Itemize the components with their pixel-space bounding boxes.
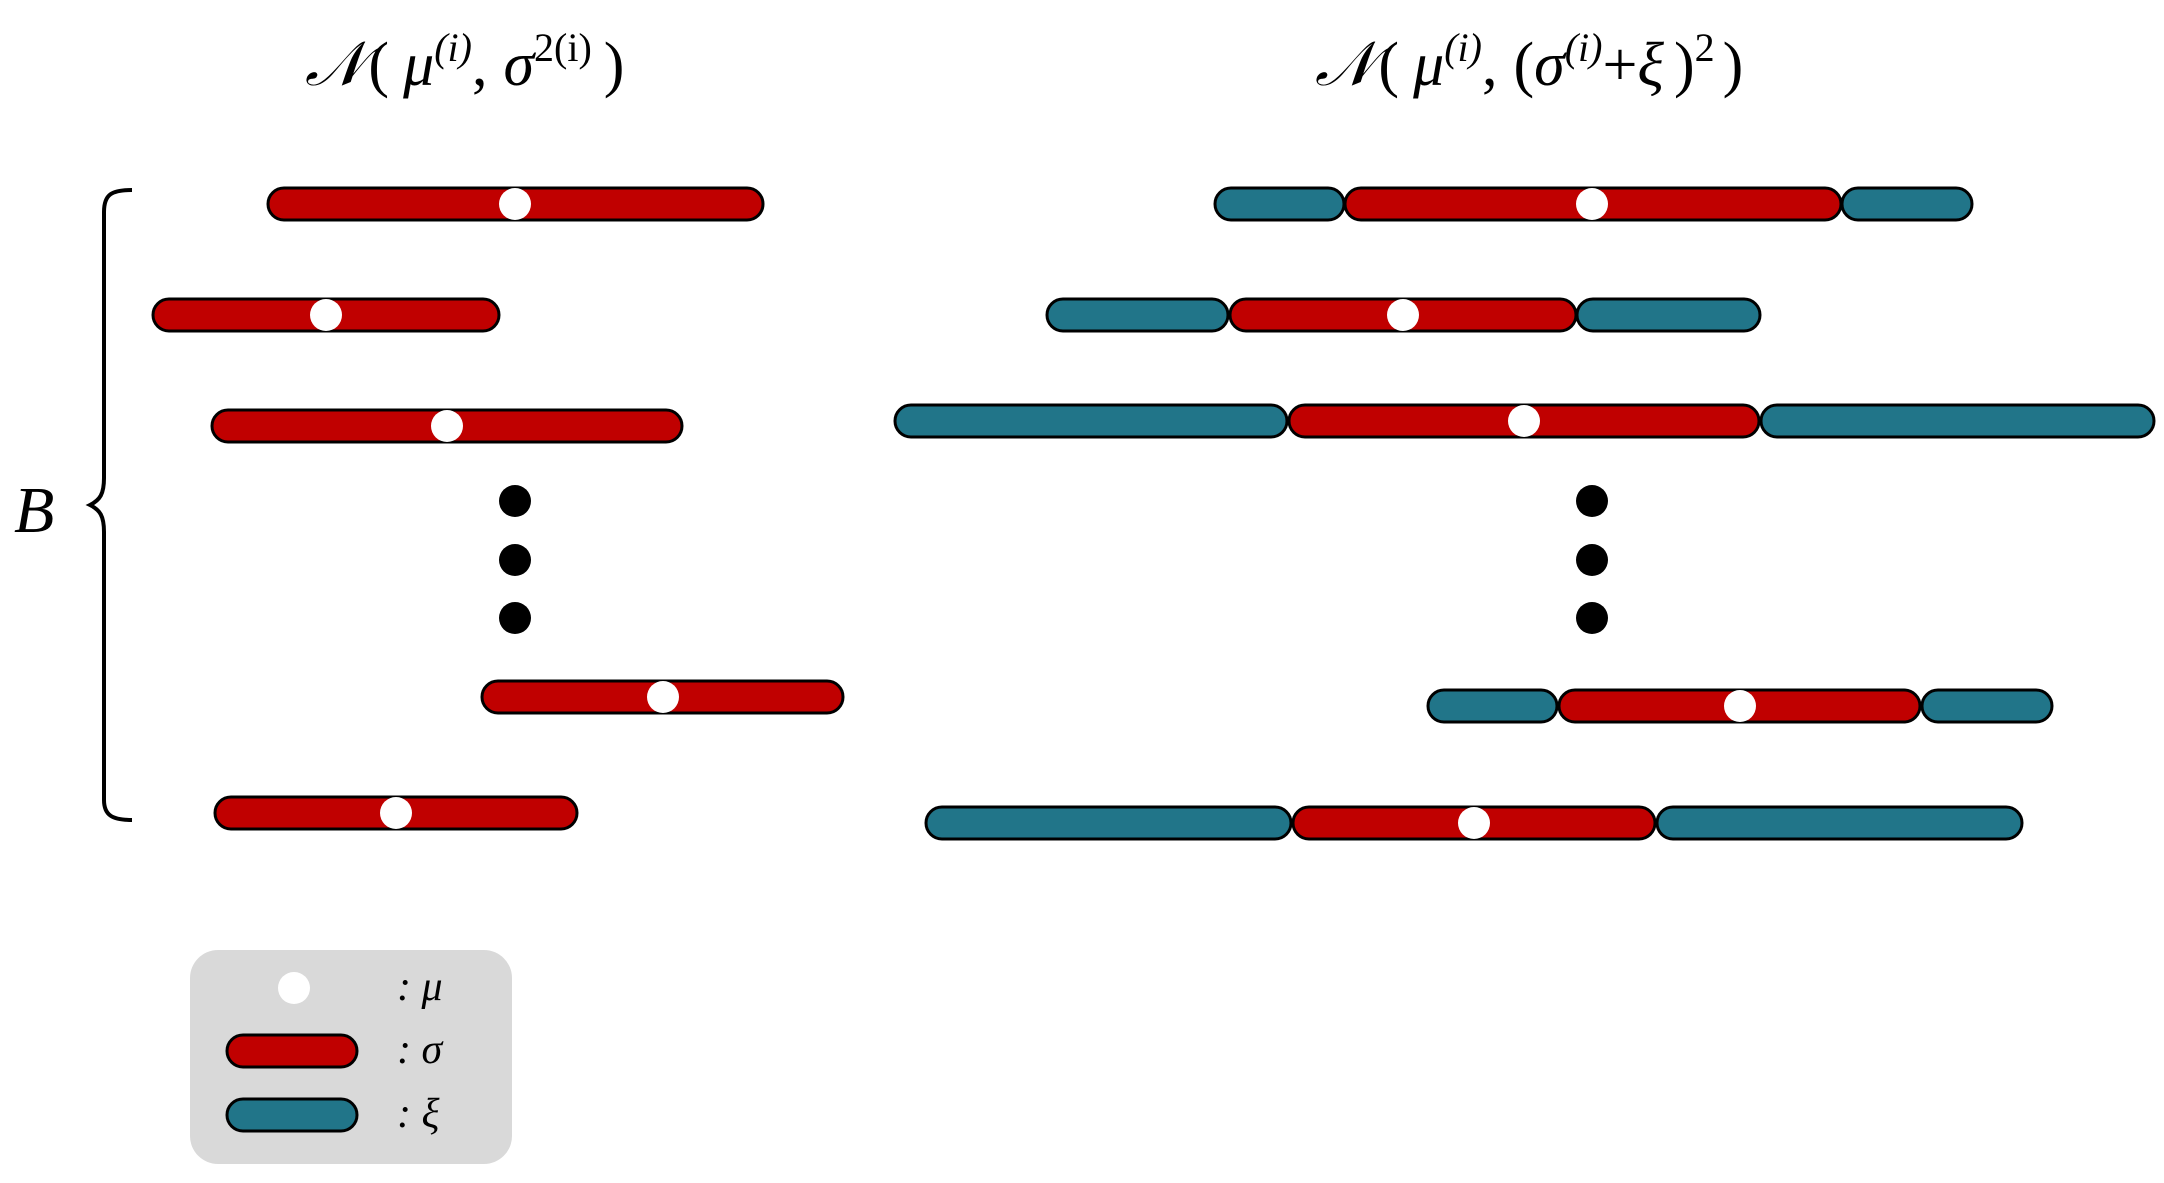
left-title-comma: , — [472, 31, 488, 99]
xi-bar — [924, 805, 1293, 841]
legend-item-mu: : μ — [278, 964, 443, 1010]
ellipsis-dot — [1576, 602, 1608, 634]
mu-point — [499, 188, 531, 220]
xi-bar — [1655, 805, 2024, 841]
legend-mu-label: : μ — [397, 964, 443, 1010]
left-bar-1 — [266, 186, 765, 222]
xi-bar — [1759, 403, 2156, 439]
xi-bar — [1920, 688, 2054, 724]
right-bar-3 — [893, 403, 2156, 439]
mu-point — [1387, 299, 1419, 331]
brace-icon — [85, 188, 133, 822]
legend: : μ : σ : ξ — [190, 950, 512, 1164]
right-title-paren-close: ) — [1674, 31, 1695, 99]
right-title-open: ( — [1378, 31, 1399, 99]
left-ellipsis — [499, 485, 531, 634]
xi-bar — [1426, 688, 1559, 724]
svg-text:𝒩(μ(i),(σ(i)+ξ)2): 𝒩(μ(i),(σ(i)+ξ)2) — [1315, 25, 1743, 99]
left-title-open: ( — [368, 31, 389, 99]
right-title-sigma: σ — [1534, 31, 1567, 99]
legend-xi-swatch — [225, 1097, 359, 1133]
mu-point — [1458, 807, 1490, 839]
brace-label: B — [14, 474, 54, 547]
right-bar-1 — [1213, 186, 1974, 222]
xi-bar — [1213, 186, 1346, 222]
right-title-mu-sup: (i) — [1444, 25, 1482, 70]
mu-point — [1508, 405, 1540, 437]
right-title-paren-open: ( — [1513, 31, 1534, 99]
xi-bar — [1840, 186, 1974, 222]
mu-point — [310, 299, 342, 331]
right-title: 𝒩(μ(i),(σ(i)+ξ)2) — [1315, 25, 1743, 99]
left-title-mu-sup: (i) — [434, 25, 472, 70]
mu-point — [647, 681, 679, 713]
ellipsis-dot — [499, 485, 531, 517]
left-title-mu: μ — [402, 31, 434, 99]
left-bar-2 — [151, 297, 501, 333]
legend-sigma-label: : σ — [397, 1027, 444, 1073]
ellipsis-dot — [1576, 544, 1608, 576]
left-bar-4 — [480, 679, 845, 715]
right-bar-5 — [924, 805, 2024, 841]
svg-text:𝒩(μ(i),σ2(i)): 𝒩(μ(i),σ2(i)) — [305, 25, 624, 99]
right-title-close: ) — [1723, 31, 1744, 99]
left-title: 𝒩(μ(i),σ2(i)) — [305, 25, 624, 99]
legend-xi-label: : ξ — [397, 1091, 439, 1137]
legend-mu-swatch — [278, 972, 310, 1004]
mu-point — [431, 410, 463, 442]
legend-item-xi: : ξ — [225, 1091, 439, 1137]
xi-bar — [1045, 297, 1230, 333]
ellipsis-dot — [499, 602, 531, 634]
ellipsis-dot — [1576, 485, 1608, 517]
batch-brace: B — [14, 188, 133, 822]
xi-bar — [1575, 297, 1762, 333]
left-title-close: ) — [604, 31, 625, 99]
left-bar-3 — [210, 408, 684, 444]
left-bar-5 — [213, 795, 579, 831]
right-title-xi: ξ — [1637, 31, 1664, 99]
right-ellipsis — [1576, 485, 1608, 634]
mu-point — [380, 797, 412, 829]
right-bar-4 — [1426, 688, 2054, 724]
mu-point — [1576, 188, 1608, 220]
mu-point — [1724, 690, 1756, 722]
legend-item-sigma: : σ — [225, 1027, 444, 1073]
right-title-comma: , — [1482, 31, 1498, 99]
legend-sigma-swatch — [225, 1033, 359, 1069]
right-bars — [893, 186, 2156, 841]
ellipsis-dot — [499, 544, 531, 576]
right-bar-2 — [1045, 297, 1762, 333]
right-title-mu: μ — [1412, 31, 1444, 99]
xi-bar — [893, 403, 1289, 439]
right-title-plus: + — [1602, 31, 1637, 99]
left-title-sigma: σ — [503, 31, 536, 99]
right-title-sigma-sup: (i) — [1565, 25, 1603, 70]
left-title-sigma-sup: 2(i) — [534, 25, 592, 70]
right-title-square: 2 — [1695, 25, 1715, 70]
left-bars — [151, 186, 845, 831]
